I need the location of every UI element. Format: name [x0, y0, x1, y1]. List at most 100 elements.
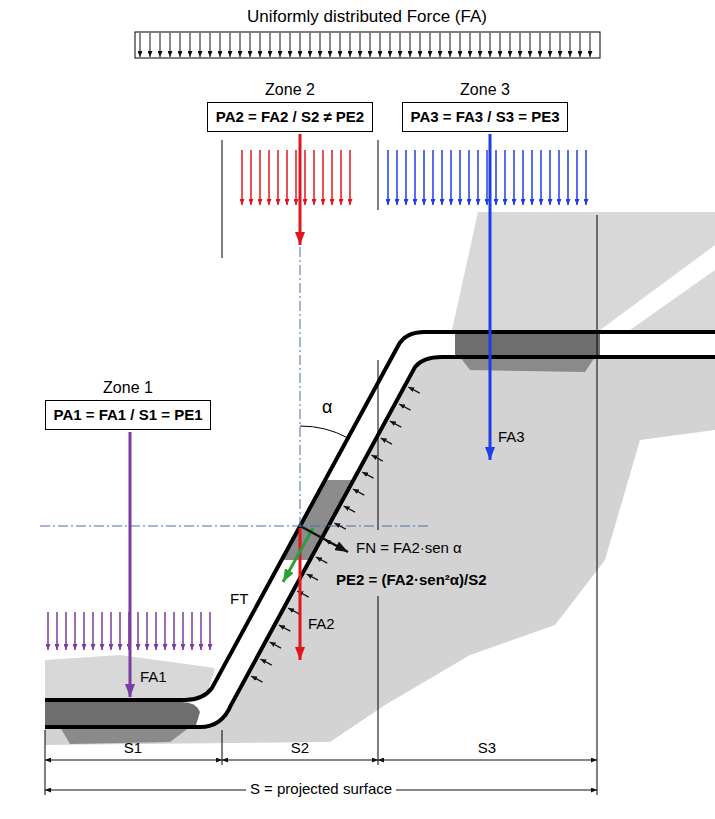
reaction-arrow — [381, 438, 392, 444]
load-arrow — [530, 33, 531, 57]
panel-edge — [600, 245, 715, 330]
pressure-arrow — [241, 150, 243, 205]
dimension-line — [45, 760, 222, 761]
load-arrow — [280, 33, 281, 57]
load-arrow — [540, 33, 541, 57]
pressure-arrow — [191, 612, 193, 650]
load-arrow — [410, 33, 411, 57]
zone-divider — [222, 140, 223, 258]
pressure-arrow — [74, 612, 76, 650]
pressure-arrow — [209, 612, 211, 650]
pressure-arrow — [459, 150, 461, 205]
load-arrow — [150, 33, 151, 57]
plate-outer-line — [45, 332, 715, 700]
pressure-arrow — [155, 612, 157, 650]
load-arrow — [390, 33, 391, 57]
zone-box: Zone 1PA1 = FA1 / S1 = PE1 — [45, 378, 212, 430]
reaction-arrow — [353, 489, 364, 495]
load-arrow — [500, 33, 501, 57]
reaction-arrow — [307, 574, 318, 580]
load-arrow — [480, 33, 481, 57]
load-arrow — [360, 33, 361, 57]
load-arrow — [570, 33, 571, 57]
force-label: S = projected surface — [246, 780, 396, 798]
zone-heading: Zone 2 — [207, 80, 373, 102]
pressure-arrow — [47, 612, 49, 650]
force-arrow — [489, 134, 492, 460]
reaction-arrow — [344, 506, 355, 512]
pressure-arrow — [349, 150, 351, 205]
pressure-arrow — [396, 150, 398, 205]
force-label: PE2 = (FA2·sen²α)/S2 — [336, 571, 487, 589]
dimension-line — [378, 760, 597, 761]
pressure-arrow — [504, 150, 506, 205]
pressure-arrow — [101, 612, 103, 650]
force-arrows — [45, 33, 597, 790]
pressure-arrow — [164, 612, 166, 650]
load-arrow — [200, 33, 201, 57]
pressure-arrow — [259, 150, 261, 205]
pressure-arrow — [450, 150, 452, 205]
force-label: α — [322, 398, 332, 416]
pressure-arrow — [200, 612, 202, 650]
zone-heading: Zone 3 — [402, 80, 569, 102]
load-arrow — [490, 33, 491, 57]
reaction-arrow — [279, 625, 290, 631]
axis-line — [40, 526, 430, 527]
load-arrow — [220, 33, 221, 57]
load-arrow — [350, 33, 351, 57]
zone-box: Zone 3PA3 = FA3 / S3 = PE3 — [402, 80, 569, 132]
pressure-arrow — [513, 150, 515, 205]
force-label: FN = FA2·sen α — [356, 539, 462, 557]
pressure-arrow — [558, 150, 560, 205]
load-arrow — [470, 33, 471, 57]
load-arrow — [550, 33, 551, 57]
pressure-arrow — [286, 150, 288, 205]
extension-line — [45, 730, 46, 795]
load-arrow — [160, 33, 161, 57]
load-arrow — [370, 33, 371, 57]
pressure-arrow — [576, 150, 578, 205]
reaction-arrow — [288, 608, 299, 614]
pressure-arrow — [340, 150, 342, 205]
load-arrow — [290, 33, 291, 57]
pressure-arrow — [83, 612, 85, 650]
load-arrow — [230, 33, 231, 57]
pressure-arrow — [173, 612, 175, 650]
force-arrow — [302, 527, 348, 552]
load-arrow — [300, 33, 301, 57]
compressed-zone — [45, 702, 200, 725]
load-arrow — [580, 33, 581, 57]
pressure-arrow — [250, 150, 252, 205]
reaction-arrow — [408, 387, 419, 393]
reaction-arrow — [390, 421, 401, 427]
angle-arc — [300, 426, 348, 438]
pressure-arrow — [322, 150, 324, 205]
pressure-arrow — [585, 150, 587, 205]
pressure-arrow — [65, 612, 67, 650]
load-arrow — [320, 33, 321, 57]
load-arrow — [510, 33, 511, 57]
pressure-arrow — [313, 150, 315, 205]
reaction-arrow — [362, 472, 373, 478]
pressure-arrow — [405, 150, 407, 205]
pressure-arrow — [477, 150, 479, 205]
load-arrow — [440, 33, 441, 57]
pressure-arrow — [432, 150, 434, 205]
force-label: S3 — [478, 739, 496, 757]
pressure-arrow — [414, 150, 416, 205]
load-arrow — [450, 33, 451, 57]
load-arrow — [170, 33, 171, 57]
zone-divider — [378, 596, 379, 765]
load-arrow — [210, 33, 211, 57]
reaction-arrow — [399, 404, 410, 410]
load-arrow — [590, 33, 591, 57]
pressure-arrow — [268, 150, 270, 205]
zone-heading: Zone 1 — [45, 378, 212, 400]
pressure-arrow — [304, 150, 306, 205]
load-arrow — [560, 33, 561, 57]
pressure-arrow — [540, 150, 542, 205]
load-arrow — [140, 33, 141, 57]
load-arrow — [520, 33, 521, 57]
